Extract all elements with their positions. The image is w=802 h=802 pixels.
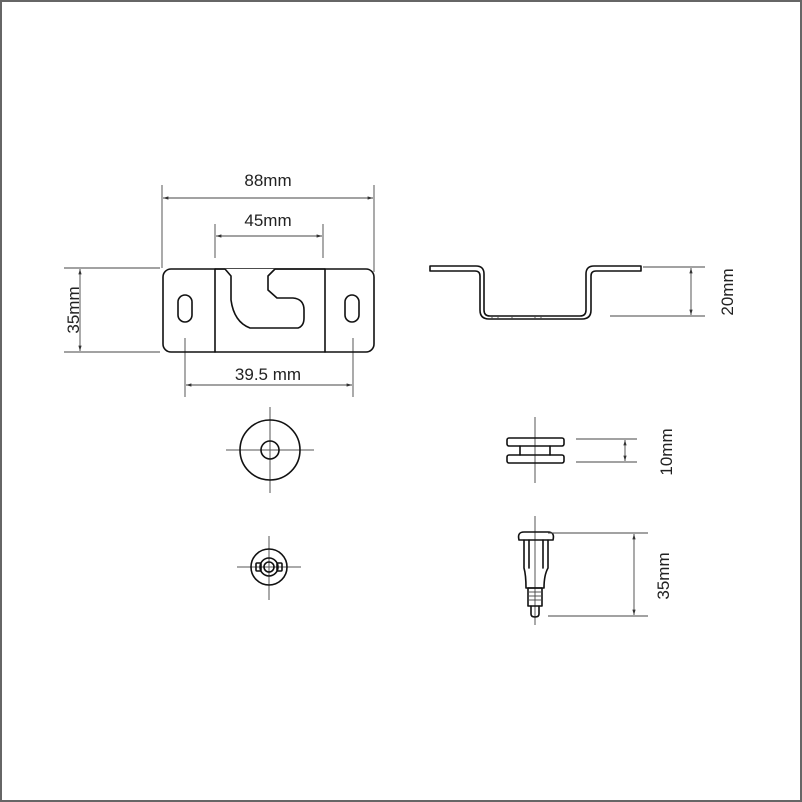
washer-inner-circle <box>260 440 280 460</box>
bracket-profile-view: 20mm <box>429 265 737 320</box>
washer-outer-circle <box>239 419 301 481</box>
dim-text-35mm-plate: 35mm <box>64 286 83 333</box>
washer-top-view <box>226 407 314 493</box>
right-slot-hole <box>344 294 360 323</box>
dim-text-88mm: 88mm <box>244 171 291 190</box>
dim-text-10mm: 10mm <box>657 428 676 475</box>
pin-side-view: 35mm <box>517 516 673 625</box>
pin-top-view <box>237 536 301 600</box>
washer-side-view: 10mm <box>506 417 676 483</box>
left-slot-hole <box>177 294 193 323</box>
hook-slot <box>214 268 326 329</box>
bracket-plate-view: 88mm 45mm 35mm 39.5 mm <box>64 171 375 397</box>
dim-text-20mm: 20mm <box>718 268 737 315</box>
dim-text-45mm: 45mm <box>244 211 291 230</box>
dim-text-35mm-pin: 35mm <box>654 552 673 599</box>
dim-text-39-5mm: 39.5 mm <box>235 365 301 384</box>
pin-body <box>523 539 549 589</box>
pin-head <box>517 531 555 541</box>
profile-outline <box>429 265 642 320</box>
